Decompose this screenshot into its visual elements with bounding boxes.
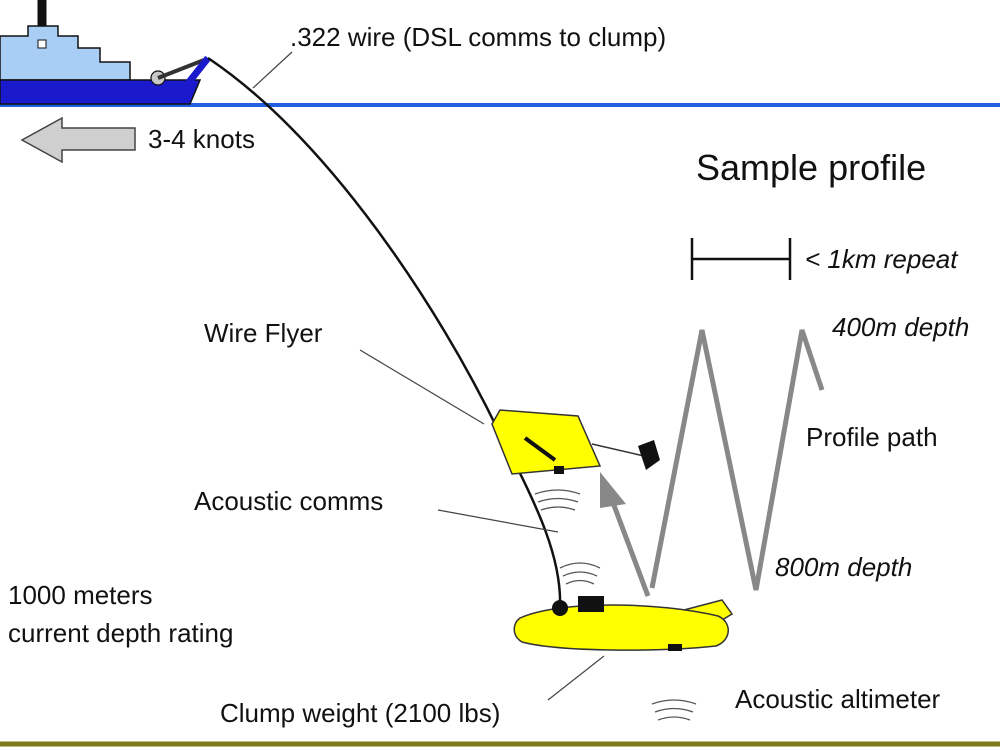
altimeter-label: Acoustic altimeter xyxy=(735,684,941,714)
clump-weight-leader xyxy=(547,655,605,701)
speed-label: 3-4 knots xyxy=(148,124,255,154)
wire-flyer xyxy=(491,409,660,475)
depth-top-label: 400m depth xyxy=(832,312,969,342)
ship xyxy=(0,0,211,105)
depth-rating-line-2: current depth rating xyxy=(8,618,233,648)
profile-climb-arrow xyxy=(609,499,651,597)
acoustic-comms-leader xyxy=(437,509,559,533)
clump-weight-vehicle xyxy=(513,596,734,651)
direction-arrow-icon xyxy=(20,116,136,164)
acoustic-comms-label: Acoustic comms xyxy=(194,486,383,516)
wire-label-leader xyxy=(252,51,293,89)
profile-path-label: Profile path xyxy=(806,422,938,452)
depth-bottom-label: 800m depth xyxy=(775,552,912,582)
sample-profile-title: Sample profile xyxy=(696,147,926,188)
wire-flyer-label: Wire Flyer xyxy=(204,318,323,348)
depth-rating-line-1: 1000 meters xyxy=(8,580,153,610)
repeat-label: < 1km repeat xyxy=(805,244,959,274)
tow-wire xyxy=(207,56,562,609)
repeat-scale-bar xyxy=(690,238,792,280)
profile-climb-arrowhead-icon xyxy=(600,472,626,508)
wire-label: .322 wire (DSL comms to clump) xyxy=(290,22,666,52)
acoustic-waves-icon xyxy=(534,489,697,721)
profile-path-line xyxy=(649,329,825,591)
wire-flyer-leader xyxy=(359,349,485,425)
clump-weight-label: Clump weight (2100 lbs) xyxy=(220,698,500,728)
